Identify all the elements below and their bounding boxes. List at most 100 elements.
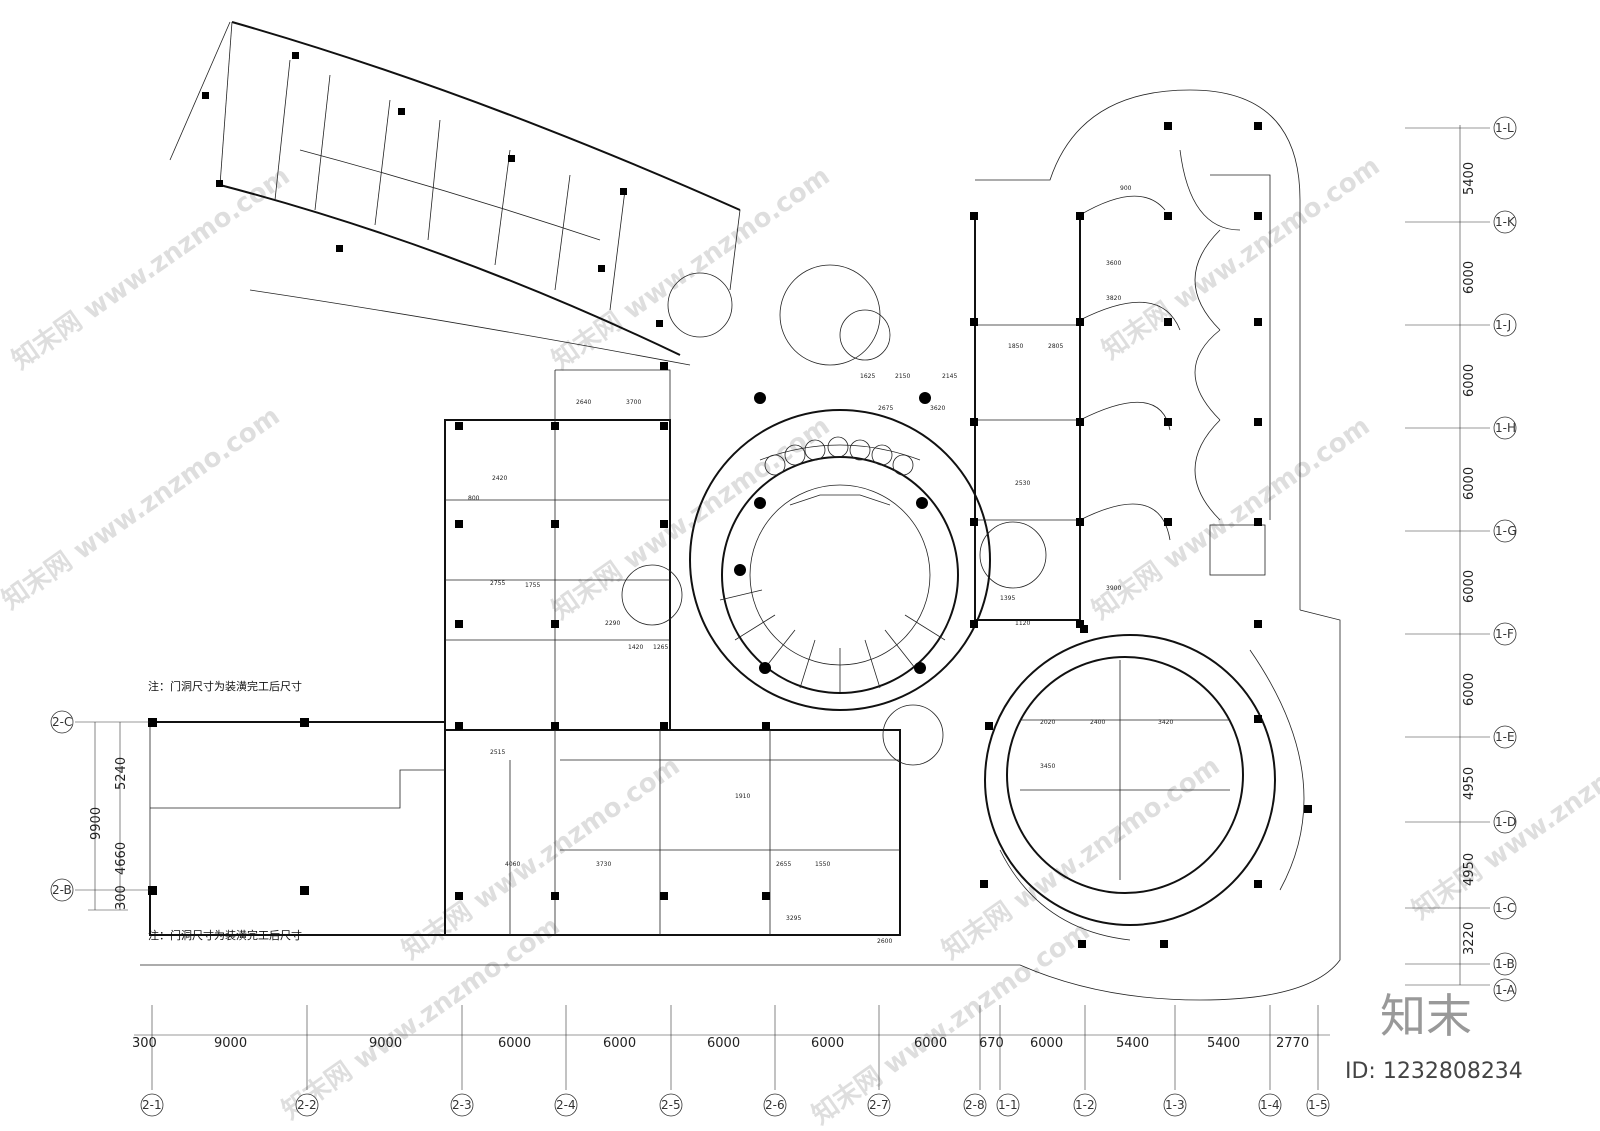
watermark: 知末网 www.znzmo.com	[547, 161, 836, 376]
axis-dim: 9900	[89, 807, 104, 840]
axis-label: 1-E	[1495, 730, 1515, 744]
axis-label: 2-1	[142, 1098, 162, 1112]
room-dim: 3600	[1106, 260, 1121, 267]
axis-dim: 300	[114, 885, 129, 910]
axis-label: 1-F	[1495, 627, 1514, 641]
room-dim: 1420	[628, 644, 643, 651]
axis-label: 1-5	[1308, 1098, 1328, 1112]
axis-label: 1-2	[1075, 1098, 1095, 1112]
room-dim: 2400	[1090, 719, 1105, 726]
axis-dim: 6000	[1462, 673, 1477, 706]
room-dim: 1625	[860, 373, 875, 380]
axis-label: 2-7	[869, 1098, 889, 1112]
room-dim: 2420	[492, 475, 507, 482]
watermark: 知末网 www.znzmo.com	[547, 411, 836, 626]
axis-dim: 300	[132, 1036, 157, 1051]
axis-label: 1-3	[1165, 1098, 1185, 1112]
room-dim: 2145	[942, 373, 957, 380]
axis-dim: 3220	[1462, 922, 1477, 955]
axis-label: 2-8	[965, 1098, 985, 1112]
axis-label: 1-C	[1495, 901, 1515, 915]
axis-label: 1-H	[1495, 421, 1516, 435]
room-dim: 2600	[877, 938, 892, 945]
room-dim: 2655	[776, 861, 791, 868]
room-dim: 900	[1120, 185, 1132, 192]
room-dim: 800	[468, 495, 480, 502]
axis-label: 2-2	[297, 1098, 317, 1112]
room-dim: 1550	[815, 861, 830, 868]
room-dimensions: 2640 3700 2420 2755 4060 3730 2655 1550 …	[468, 185, 1173, 945]
axis-dim: 5400	[1207, 1036, 1240, 1051]
axis-label: 1-4	[1260, 1098, 1280, 1112]
room-dim: 1265	[653, 644, 668, 651]
room-dim: 4060	[505, 861, 520, 868]
northeast-block	[970, 122, 1271, 628]
seating-arc	[764, 436, 914, 476]
room-dim: 2640	[576, 399, 591, 406]
left-axis-grid: 9900 5240 4660 300 2-C 2-B	[50, 710, 150, 911]
plan-note: 注：门洞尺寸为装潢完工后尺寸	[148, 679, 302, 693]
watermark-layer: 知末网 www.znzmo.com 知末网 www.znzmo.com 知末网 …	[0, 151, 1600, 1131]
west-hall	[140, 89, 1341, 1001]
axis-dim: 4660	[114, 842, 129, 875]
axis-dim: 6000	[811, 1036, 844, 1051]
axis-dim: 5400	[1116, 1036, 1149, 1051]
axis-dim: 9000	[369, 1036, 402, 1051]
axis-label: 1-K	[1495, 215, 1516, 229]
axis-label: 2-C	[52, 715, 72, 729]
room-dim: 1850	[1008, 343, 1023, 350]
room-dim: 1910	[735, 793, 750, 800]
axis-dim: 670	[979, 1036, 1004, 1051]
room-dim: 2675	[878, 405, 893, 412]
axis-label: 2-5	[661, 1098, 681, 1112]
axis-dim: 6000	[1462, 261, 1477, 294]
right-axis-grid: 5400 6000 6000 6000 6000 6000 4950 4950 …	[1405, 116, 1517, 1002]
room-dim: 3620	[930, 405, 945, 412]
axis-dim: 6000	[1462, 467, 1477, 500]
room-dim: 3730	[596, 861, 611, 868]
room-dim: 2530	[1015, 480, 1030, 487]
north-wing	[169, 21, 741, 366]
room-dim: 1395	[1000, 595, 1015, 602]
bottom-axis-grid: 300 9000 9000 6000 6000 6000 6000 6000 6…	[132, 1005, 1330, 1117]
brand-logo: 知末	[1380, 989, 1472, 1043]
axis-dim: 6000	[1462, 570, 1477, 603]
room-dim: 3450	[1040, 763, 1055, 770]
room-dim: 1120	[1015, 620, 1030, 627]
room-dim: 2020	[1040, 719, 1055, 726]
watermark: 知末网 www.znzmo.com	[1087, 411, 1376, 626]
brand-mark: 知末 ID: 1232808234	[1345, 989, 1523, 1084]
axis-dim: 6000	[603, 1036, 636, 1051]
southeast-rotunda	[980, 625, 1312, 948]
axis-dim: 6000	[707, 1036, 740, 1051]
axis-dim: 9000	[214, 1036, 247, 1051]
room-dim: 3820	[1106, 295, 1121, 302]
room-dim: 3420	[1158, 719, 1173, 726]
axis-label: 2-6	[765, 1098, 785, 1112]
room-dim: 3900	[1106, 585, 1121, 592]
axis-dim: 4950	[1462, 767, 1477, 800]
central-rotunda	[667, 264, 1047, 766]
axis-dim: 4950	[1462, 853, 1477, 886]
room-dim: 3295	[786, 915, 801, 922]
axis-label: 1-D	[1495, 815, 1516, 829]
axis-label: 1-B	[1495, 957, 1515, 971]
room-dim: 3700	[626, 399, 641, 406]
room-dim: 1755	[525, 582, 540, 589]
brand-id: ID: 1232808234	[1345, 1059, 1523, 1084]
axis-label: 1-J	[1495, 318, 1511, 332]
room-dim: 2515	[490, 749, 505, 756]
room-dim: 2755	[490, 580, 505, 587]
room-dim: 2290	[605, 620, 620, 627]
west-block	[444, 362, 901, 936]
axis-dim: 2770	[1276, 1036, 1309, 1051]
room-dim: 2805	[1048, 343, 1063, 350]
axis-dim: 5240	[114, 757, 129, 790]
axis-dim: 6000	[1030, 1036, 1063, 1051]
axis-dim: 6000	[498, 1036, 531, 1051]
axis-label: 1-A	[1495, 983, 1516, 997]
watermark: 知末网 www.znzmo.com	[1097, 151, 1386, 366]
axis-label: 1-1	[998, 1098, 1018, 1112]
axis-dim: 6000	[1462, 364, 1477, 397]
